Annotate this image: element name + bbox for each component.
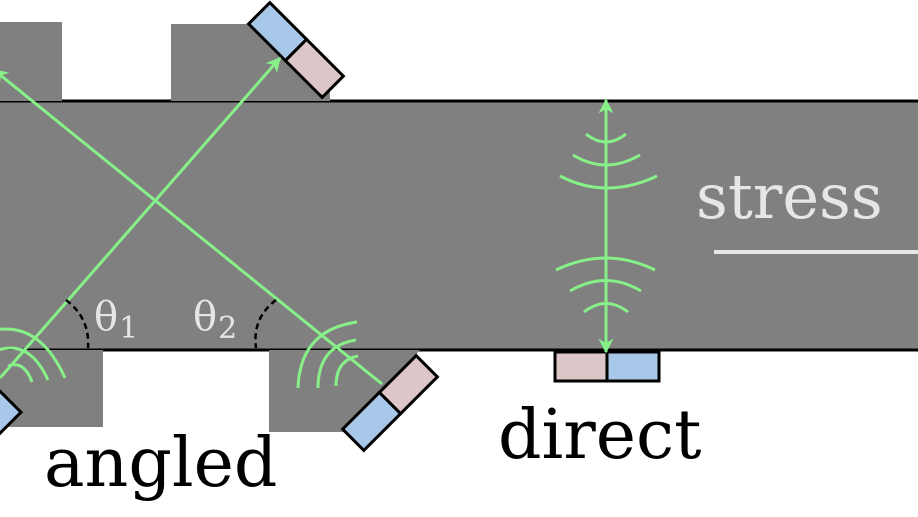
theta1-label: θ1 — [94, 294, 138, 346]
wedge-top-left — [0, 22, 62, 101]
wavefronts-bottom-left — [0, 327, 67, 383]
transducer-element-pink — [553, 350, 609, 383]
stress-label: stress — [696, 160, 883, 233]
transducer-element-pink — [283, 37, 346, 100]
transducer-element-blue — [605, 350, 661, 383]
transducer-direct — [553, 350, 661, 383]
angled-label: angled — [44, 424, 277, 503]
direct-label: direct — [498, 396, 701, 475]
wavefronts-direct-upper — [559, 132, 658, 190]
transducer-element-blue — [0, 388, 24, 452]
beam-path-2 — [0, 69, 383, 386]
angle-arc-theta2 — [254, 299, 277, 349]
theta2-label: θ2 — [193, 294, 237, 346]
wavefronts-bottom-middle — [296, 320, 359, 389]
transducer-element-pink — [377, 353, 440, 416]
wavefronts-direct-lower — [555, 256, 656, 314]
wedge-top-middle — [171, 24, 330, 101]
transducer-bottom-middle — [340, 353, 440, 453]
wedge-bottom-middle — [269, 350, 420, 432]
beam-path-1 — [0, 56, 282, 379]
transducer-bottom-left — [0, 388, 24, 452]
transducer-top-middle — [246, 0, 346, 100]
specimen-plate — [0, 99, 918, 352]
angle-arc-theta1 — [65, 299, 90, 349]
